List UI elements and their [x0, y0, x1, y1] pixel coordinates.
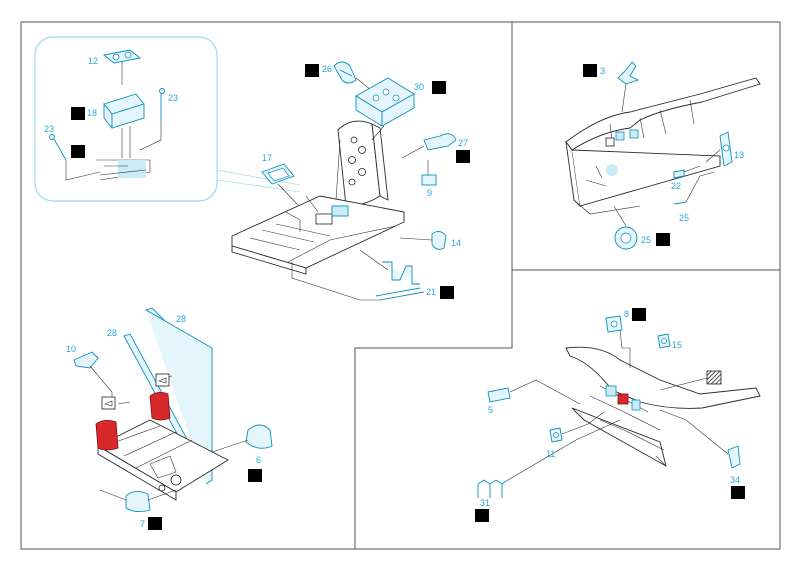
- label-18: 18: [87, 108, 97, 118]
- label-25-dial: 25: [641, 235, 651, 245]
- label-31: 31: [480, 498, 490, 508]
- part-14: [399, 231, 447, 250]
- label-13: 13: [734, 150, 744, 160]
- label-34: 34: [730, 475, 740, 485]
- fuselage-side-upper: [565, 77, 761, 215]
- label-23-left: 23: [44, 124, 54, 134]
- part-17: [261, 163, 299, 206]
- check-icon: [475, 509, 489, 522]
- label-12: 12: [88, 56, 98, 66]
- red-belt-left: [95, 420, 119, 451]
- part-3: [617, 61, 640, 113]
- label-28-left: 28: [107, 328, 117, 338]
- check-icon: [305, 64, 319, 77]
- part-25-dial: [613, 205, 638, 250]
- label-14: 14: [451, 238, 461, 248]
- check-icon: [148, 517, 162, 530]
- part-15: [657, 333, 671, 349]
- labels: 12 18 23 23 17 26 30 27 9 14 21 3 13 22 …: [44, 56, 744, 529]
- label-7: 7: [140, 519, 145, 529]
- part-23-pin-right: [139, 88, 165, 151]
- label-23-right: 23: [168, 93, 178, 103]
- check-icon: [583, 64, 597, 77]
- check-icon: [632, 308, 646, 321]
- part-8: [605, 315, 631, 368]
- label-26: 26: [322, 64, 332, 74]
- part-6: [211, 424, 273, 453]
- part-25-screw: [673, 171, 715, 205]
- part-9: [421, 160, 437, 186]
- fuselage-side-lower: [565, 346, 761, 467]
- part-5: [487, 379, 581, 405]
- label-10: 10: [66, 344, 76, 354]
- check-icon: [440, 286, 454, 299]
- seat-pan: [97, 419, 229, 501]
- inset-target: [96, 159, 151, 181]
- section-frame: [20, 21, 781, 550]
- part-34: [659, 409, 741, 469]
- label-27: 27: [458, 138, 468, 148]
- check-icon: [248, 469, 262, 482]
- label-28-right: 28: [176, 314, 186, 324]
- part-13: [705, 131, 733, 167]
- label-30: 30: [414, 82, 424, 92]
- label-17: 17: [262, 153, 272, 163]
- label-11: 11: [546, 449, 555, 459]
- inset-panel: [34, 36, 301, 202]
- part-18: [103, 93, 145, 158]
- label-15: 15: [672, 340, 682, 350]
- label-21: 21: [426, 287, 436, 297]
- part-22: [673, 165, 701, 179]
- part-23-pin-left: [49, 134, 101, 181]
- part-21: [359, 249, 425, 301]
- check-icon: [456, 150, 470, 163]
- part-7: [125, 489, 177, 513]
- paint-callouts: [101, 373, 170, 410]
- part-27: [401, 133, 457, 159]
- label-9: 9: [427, 188, 432, 198]
- part-12: [102, 49, 142, 85]
- check-icon: [432, 81, 446, 94]
- part-30: [355, 77, 415, 141]
- part-11: [549, 411, 605, 443]
- label-6: 6: [256, 455, 261, 465]
- label-22: 22: [671, 181, 681, 191]
- panel-28-right: [145, 307, 213, 485]
- part-31: [477, 419, 621, 498]
- label-8: 8: [624, 309, 629, 319]
- label-3: 3: [600, 66, 605, 76]
- seat-back: [329, 120, 389, 211]
- check-icon: [731, 486, 745, 499]
- paint-swatch: [659, 370, 722, 391]
- part-26: [333, 61, 377, 95]
- check-icon: [71, 107, 85, 120]
- check-icon: [71, 145, 85, 158]
- check-icon: [656, 233, 670, 246]
- label-25-screw: 25: [679, 213, 689, 223]
- floor-plate: [231, 195, 405, 301]
- part-10: [73, 351, 113, 404]
- red-belt-right: [149, 392, 171, 421]
- label-5: 5: [488, 405, 493, 415]
